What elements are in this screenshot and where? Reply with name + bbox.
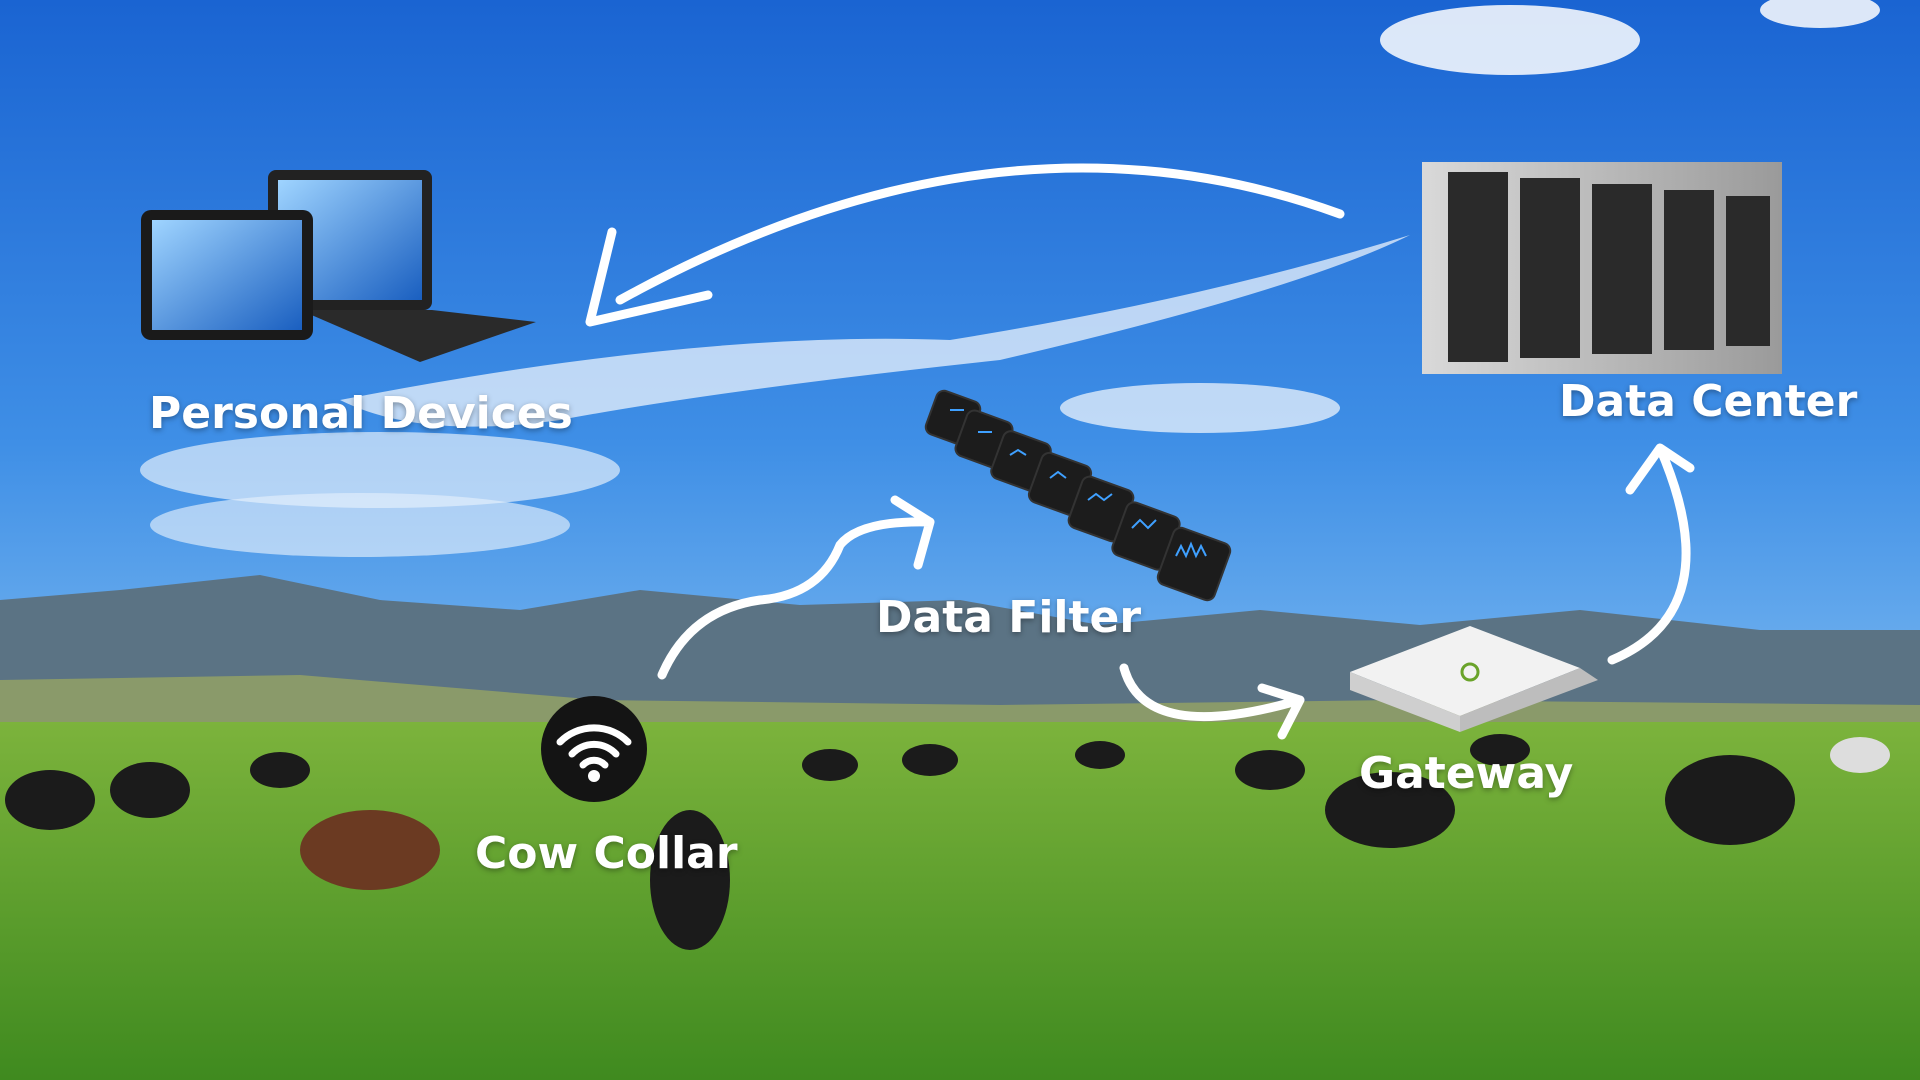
label-cow-collar: Cow Collar xyxy=(475,828,738,879)
arrow-collar-to-filter xyxy=(657,495,935,680)
label-gateway: Gateway xyxy=(1359,748,1574,799)
grass-field xyxy=(0,722,1920,1080)
arrow-filter-to-gateway xyxy=(1119,663,1305,740)
label-personal-devices: Personal Devices xyxy=(149,388,573,439)
data-filter-cubes-icon xyxy=(924,389,1232,602)
arrow-datacenter-to-devices xyxy=(585,163,1345,327)
label-data-center: Data Center xyxy=(1559,376,1858,427)
arrow-gateway-to-datacenter xyxy=(1607,443,1695,665)
label-data-filter: Data Filter xyxy=(876,592,1142,643)
cows xyxy=(5,734,1890,950)
laptop-tablet-icon xyxy=(141,170,536,362)
clouds xyxy=(140,0,1880,557)
wifi-collar-icon xyxy=(541,696,647,802)
server-rack-icon xyxy=(1422,162,1782,374)
gateway-device-icon xyxy=(1350,626,1598,732)
